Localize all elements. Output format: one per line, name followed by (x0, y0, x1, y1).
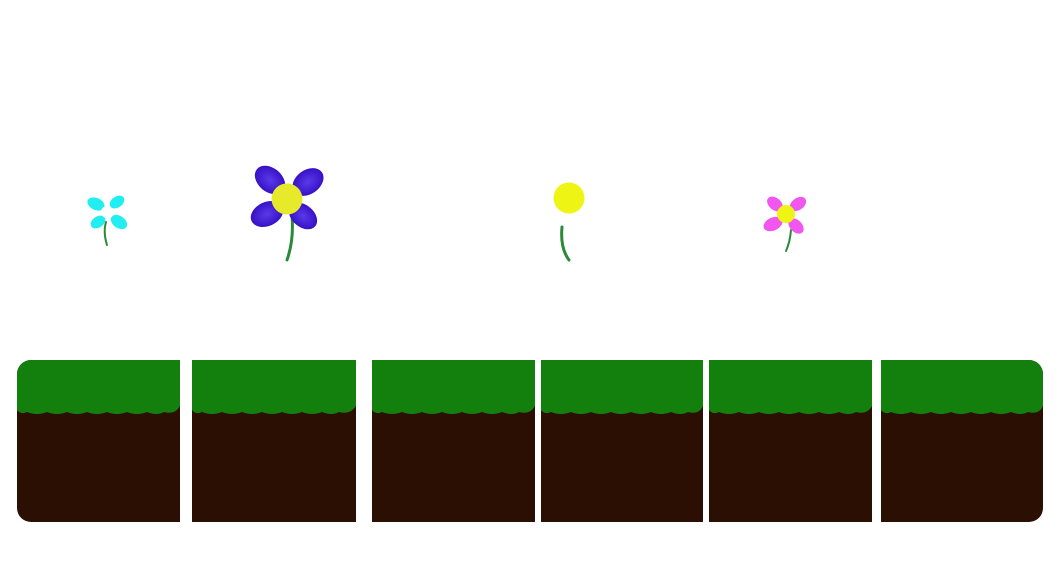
ground-tile-6[interactable] (881, 360, 1043, 522)
ground-tile-2[interactable] (192, 360, 356, 522)
ground-tile-4[interactable] (541, 360, 703, 522)
flower-pink[interactable] (760, 190, 812, 254)
stem (560, 225, 571, 262)
ground-tile-5[interactable] (709, 360, 872, 522)
flower-center (271, 183, 303, 215)
flower-center (101, 206, 113, 218)
stem (103, 221, 108, 246)
stem (785, 229, 792, 252)
flower-icon (763, 196, 807, 252)
flower-center (553, 182, 585, 214)
bud-icon (553, 182, 585, 262)
flower-icon (87, 195, 128, 246)
flower-center (777, 205, 795, 223)
flower-violet[interactable] (240, 158, 336, 266)
flower-icon (250, 165, 324, 262)
stem (285, 214, 294, 262)
ground-tile-3[interactable] (372, 360, 535, 522)
flower-cyan[interactable] (80, 188, 136, 250)
flower-bud[interactable] (550, 180, 590, 266)
ground-tile-1[interactable] (17, 360, 180, 522)
